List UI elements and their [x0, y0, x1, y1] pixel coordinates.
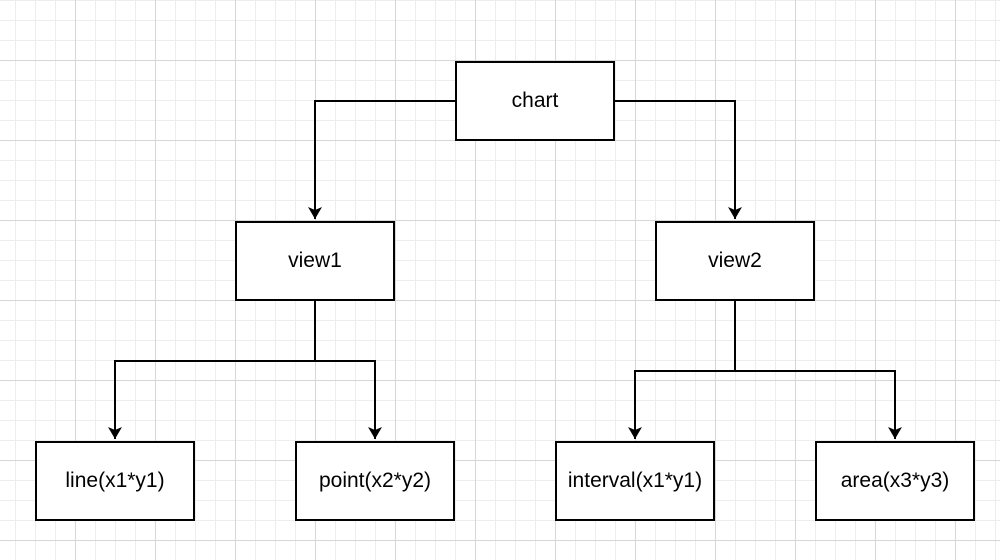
- node-point-label: point(x2*y2): [318, 469, 432, 492]
- node-area[interactable]: area(x3*y3): [815, 441, 975, 521]
- node-chart[interactable]: chart: [455, 61, 615, 141]
- node-area-label: area(x3*y3): [840, 469, 950, 492]
- node-point[interactable]: point(x2*y2): [295, 441, 455, 521]
- node-line[interactable]: line(x1*y1): [35, 441, 195, 521]
- node-view2[interactable]: view2: [655, 221, 815, 301]
- edge-chart-to-view2: [615, 100, 742, 219]
- edge-view2-to-interval: [628, 301, 736, 439]
- node-interval-label: interval(x1*y1): [567, 469, 703, 492]
- node-view1-label: view1: [288, 249, 342, 272]
- node-interval[interactable]: interval(x1*y1): [555, 441, 715, 521]
- node-line-label: line(x1*y1): [65, 469, 165, 492]
- edge-view1-to-point: [314, 301, 382, 439]
- node-view1[interactable]: view1: [235, 221, 395, 301]
- node-view2-label: view2: [708, 249, 762, 272]
- edge-view2-to-area: [734, 301, 902, 439]
- node-chart-label: chart: [511, 89, 559, 112]
- edge-chart-to-view1: [308, 100, 455, 219]
- edge-view1-to-line: [108, 301, 316, 439]
